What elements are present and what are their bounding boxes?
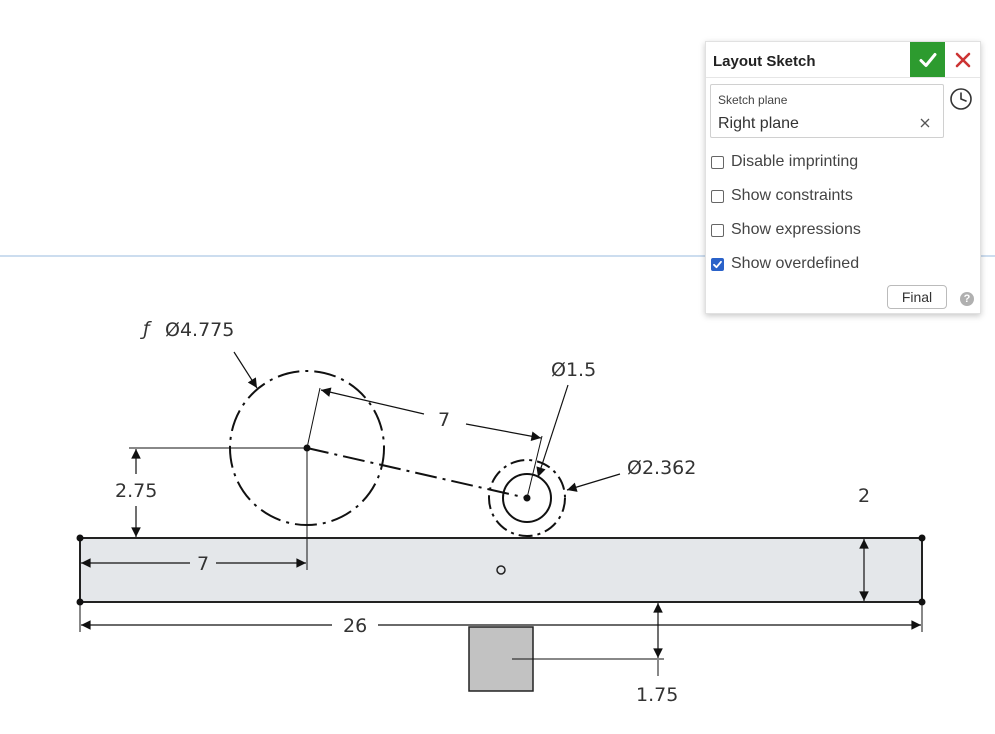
center-construction-line[interactable] [306, 447, 528, 499]
dim-square-offset[interactable]: 1.75 [636, 684, 678, 706]
dim-extension [526, 435, 543, 499]
dim-large-diameter-prefix: ƒ [140, 318, 152, 340]
option-label: Disable imprinting [731, 153, 859, 170]
checkbox-show-expressions[interactable] [711, 223, 724, 237]
checkbox-show-overdefined[interactable] [711, 257, 724, 271]
sketch-plane-field[interactable]: Sketch plane Right plane [710, 84, 944, 138]
panel-header: Layout Sketch [706, 42, 980, 78]
dim-bar-length[interactable]: 26 [343, 615, 367, 637]
bar-midpoint[interactable] [496, 565, 506, 575]
dim-center-distance[interactable]: 7 [438, 409, 450, 431]
small-inner-circle[interactable] [502, 473, 552, 523]
option-disable-imprinting[interactable]: Disable imprinting [711, 152, 858, 172]
dim-bar-height[interactable]: 2 [858, 485, 870, 507]
option-show-expressions[interactable]: Show expressions [711, 220, 861, 240]
dim-horizontal-offset[interactable]: 7 [197, 553, 209, 575]
layout-sketch-panel: Layout Sketch Sketch plane Right plane D… [705, 41, 981, 314]
close-icon [955, 52, 971, 67]
bar-corner-point[interactable] [918, 598, 926, 606]
option-label: Show overdefined [731, 255, 860, 272]
dim-line-center-distance-b [465, 423, 542, 441]
cancel-button[interactable] [951, 46, 975, 73]
option-label: Show constraints [731, 187, 853, 204]
bar-corner-point[interactable] [918, 534, 926, 542]
help-icon[interactable]: ? [960, 292, 974, 306]
dim-line-center-distance-a [320, 387, 425, 415]
dim-inner-diameter[interactable]: Ø1.5 [551, 359, 596, 381]
option-show-overdefined[interactable]: Show overdefined [711, 254, 859, 274]
clock-icon[interactable] [949, 87, 973, 111]
clear-plane-button[interactable] [917, 115, 933, 131]
dim-vertical-offset[interactable]: 2.75 [115, 480, 157, 502]
dim-large-diameter[interactable]: Ø4.775 [165, 319, 234, 341]
leader-large-diameter [233, 351, 258, 389]
option-label: Show expressions [731, 221, 861, 238]
final-button[interactable]: Final [887, 285, 947, 309]
small-outer-circle[interactable] [488, 459, 566, 537]
sketch-plane-value: Right plane [718, 115, 799, 132]
sketch-plane-label: Sketch plane [718, 93, 788, 107]
leader-inner-diameter [536, 384, 569, 478]
close-icon [920, 118, 930, 128]
checkbox-show-constraints[interactable] [711, 189, 724, 203]
panel-title: Layout Sketch [713, 53, 816, 70]
sketch-bar[interactable] [79, 537, 923, 603]
checkmark-icon [919, 52, 936, 67]
dim-outer-diameter[interactable]: Ø2.362 [627, 457, 696, 479]
accept-button[interactable] [910, 42, 945, 77]
checkbox-disable-imprinting[interactable] [711, 155, 724, 169]
leader-outer-diameter [566, 473, 621, 492]
dim-extension [306, 387, 321, 449]
option-show-constraints[interactable]: Show constraints [711, 186, 853, 206]
bar-corner-point[interactable] [76, 598, 84, 606]
bar-corner-point[interactable] [76, 534, 84, 542]
checkmark-icon [713, 260, 722, 268]
